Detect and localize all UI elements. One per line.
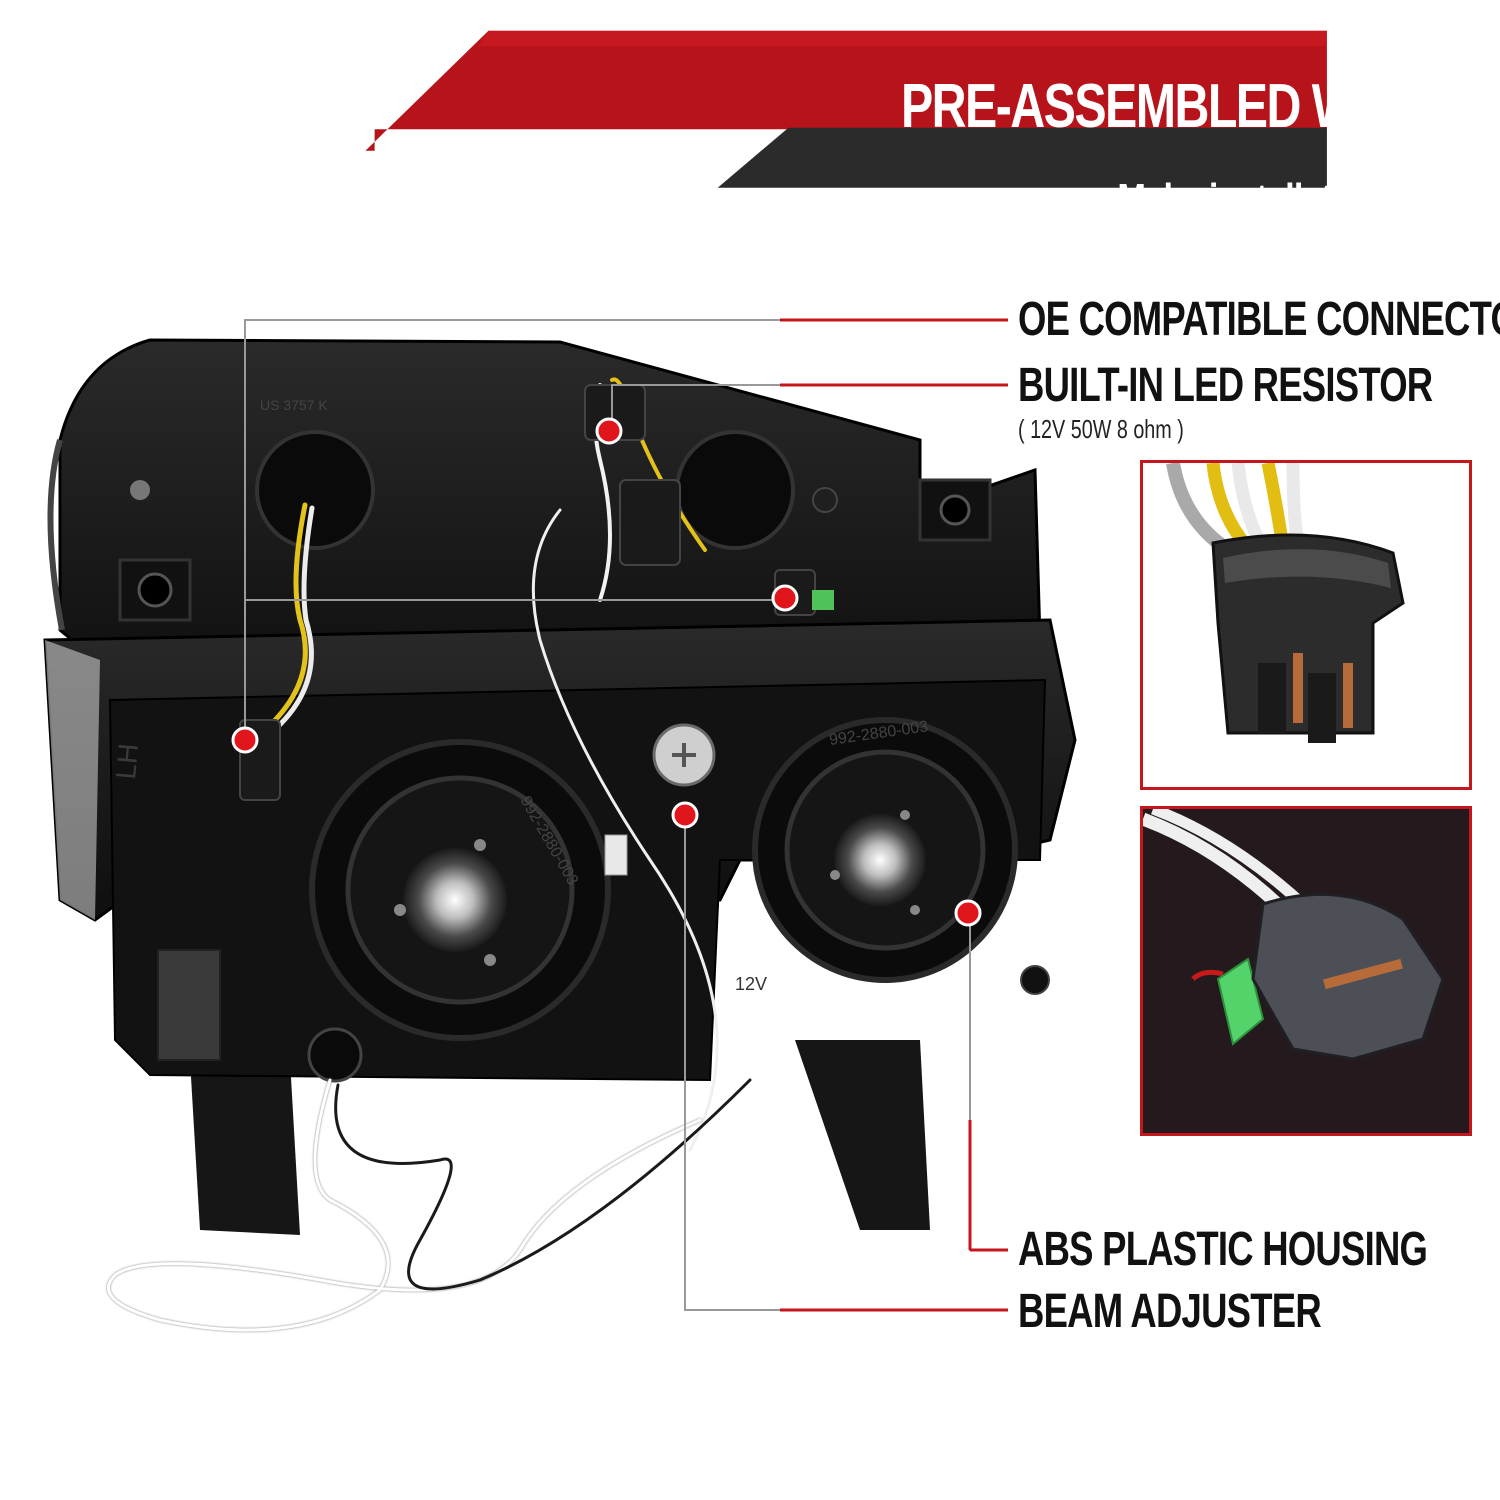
resistor-body — [1216, 957, 1265, 1046]
resistor-closeup-inset — [1140, 806, 1472, 1136]
marking-bulb-code: US 3757 K — [260, 397, 328, 413]
mount-tab-left — [190, 1060, 300, 1235]
marker-abs-housing — [954, 899, 982, 927]
banner-subtitle: Make installation easier — [1117, 175, 1484, 224]
marker-beam-adjuster — [671, 801, 699, 829]
red-banner-shape — [365, 30, 1327, 151]
marking-voltage: 12V — [735, 974, 767, 994]
resistor-closeup-illustration — [1143, 809, 1469, 1133]
callout-led-resistor: BUILT-IN LED RESISTOR — [1018, 359, 1433, 412]
projector-lens-left — [403, 848, 507, 952]
marker-led-resistor — [595, 417, 623, 445]
marking-side-label: LH — [110, 742, 144, 780]
bulb-socket-right — [675, 430, 795, 550]
callout-markers — [231, 417, 982, 927]
marker-oe-connector-2 — [771, 584, 799, 612]
callout-abs-housing: ABS PLASTIC HOUSING — [1018, 1223, 1428, 1276]
banner-title: PRE-ASSEMBLED WIRING — [900, 72, 1484, 141]
callout-beam-adjuster: BEAM ADJUSTER — [1018, 1285, 1322, 1338]
connector-closeup-illustration — [1166, 463, 1405, 743]
callout-oe-connectors: OE COMPATIBLE CONNECTORS — [1018, 293, 1500, 346]
bulb-socket-left — [255, 430, 375, 550]
mount-tab-right — [795, 1040, 930, 1230]
projector-lens-right — [834, 814, 926, 906]
dark-banner-shape — [717, 127, 1327, 188]
side-reflector — [157, 949, 221, 1061]
connector-closeup-inset — [1140, 460, 1472, 790]
header-banner — [365, 30, 1327, 188]
connector-resistor — [619, 479, 681, 566]
headlight-product-image: LH 992-2880-003 992-2880-003 12V US 3757… — [43, 318, 1077, 1332]
callout-led-resistor-spec: ( 12V 50W 8 ohm ) — [1018, 414, 1184, 444]
marker-oe-connector — [231, 726, 259, 754]
